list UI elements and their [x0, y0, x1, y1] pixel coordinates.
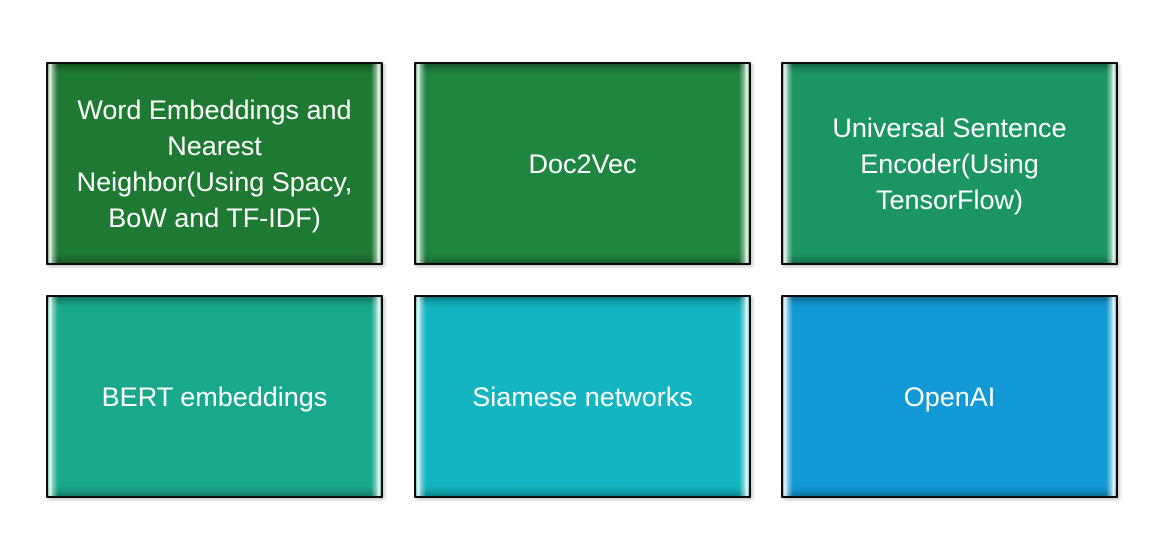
node-doc2vec: Doc2Vec	[414, 62, 751, 265]
node-universal-sentence-encoder: Universal Sentence Encoder(Using TensorF…	[781, 62, 1118, 265]
node-siamese-networks: Siamese networks	[414, 295, 751, 498]
node-word-embeddings: Word Embeddings and Nearest Neighbor(Usi…	[46, 62, 383, 265]
node-openai-label: OpenAI	[903, 381, 996, 412]
node-siamese-networks-label: Siamese networks	[472, 381, 693, 412]
node-openai: OpenAI	[781, 295, 1118, 498]
node-doc2vec-label: Doc2Vec	[528, 148, 637, 179]
node-universal-sentence-encoder-label: Universal Sentence Encoder(Using TensorF…	[832, 112, 1067, 215]
node-bert-embeddings-label: BERT embeddings	[101, 381, 328, 412]
node-bert-embeddings: BERT embeddings	[46, 295, 383, 498]
node-word-embeddings-label: Word Embeddings and Nearest Neighbor(Usi…	[76, 94, 353, 233]
